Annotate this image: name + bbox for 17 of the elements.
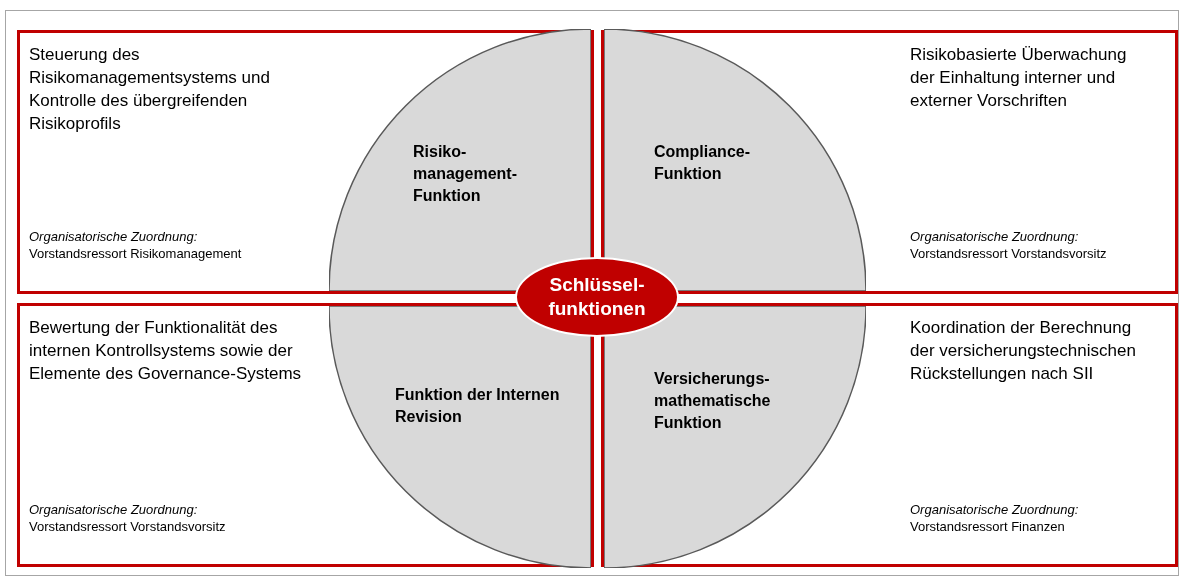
assignment-heading: Organisatorische Zuordnung: xyxy=(910,228,1079,245)
center-title: Schlüssel-funktionen xyxy=(547,273,647,321)
assignment-heading: Organisatorische Zuordnung: xyxy=(29,228,198,245)
assignment-heading: Organisatorische Zuordnung: xyxy=(29,501,198,518)
function-title: Compliance-Funktion xyxy=(654,142,751,184)
description-text: Risikobasierte Überwachung der Einhaltung interner und externer Vorschriften xyxy=(910,44,1128,112)
assignment-heading: Organisatorische Zuordnung: xyxy=(910,501,1079,518)
assignment-text: Vorstandsressort Vorstandsvorsitz xyxy=(910,245,1107,262)
description-text: Bewertung der Funktionalität des internen Kontrollsystems sowie der Elemente des Governance-Systems xyxy=(29,317,303,385)
assignment-text: Vorstandsressort Vorstandsvorsitz xyxy=(29,518,226,535)
assignment-text: Vorstandsressort Finanzen xyxy=(910,518,1065,535)
description-text: Koordination der Berechnung der versicherungstechnischen Rückstellungen nach SII xyxy=(910,317,1137,385)
description-text: Steuerung des Risikomanagementsystems und Kontrolle des übergreifenden Risikoprofils xyxy=(29,44,271,135)
function-title: Funktion der Internen Revision xyxy=(395,385,561,427)
assignment-text: Vorstandsressort Risikomanagement xyxy=(29,245,242,262)
function-title: Versicherungs-mathematische Funktion xyxy=(654,369,772,433)
function-title: Risiko-management-Funktion xyxy=(413,142,519,206)
